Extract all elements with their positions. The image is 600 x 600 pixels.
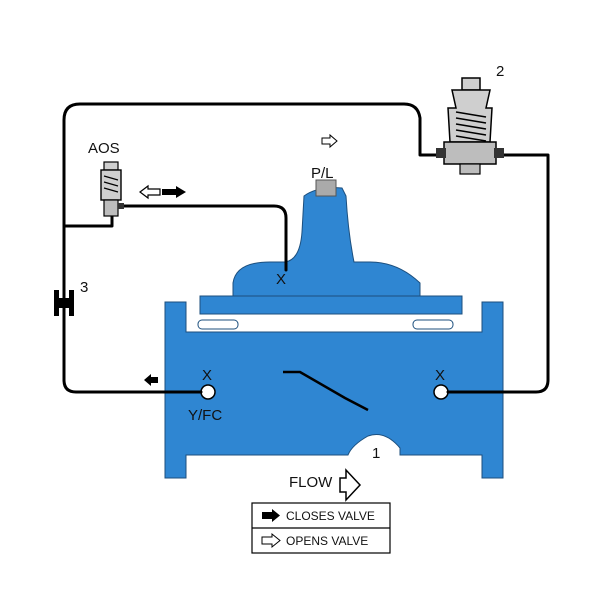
main-valve xyxy=(164,179,504,479)
aos-device xyxy=(100,161,124,217)
pilot-cap xyxy=(461,77,481,91)
flange-slot-right xyxy=(412,319,454,330)
legend: CLOSES VALVE OPENS VALVE xyxy=(251,502,391,554)
aos-spring xyxy=(103,175,119,193)
pipe-pilot-to-outlet xyxy=(446,153,550,394)
aos-body xyxy=(100,169,122,201)
aos-closes-arrow xyxy=(162,186,186,198)
cock-center xyxy=(58,298,70,308)
legend-opens-icon xyxy=(261,532,281,549)
yfc-closes-arrow xyxy=(144,374,158,386)
flange-slot-left xyxy=(197,319,239,330)
port-outlet xyxy=(433,384,449,400)
aos-port xyxy=(118,203,124,209)
label-x-cover: X xyxy=(276,271,286,288)
port-inlet xyxy=(200,384,216,400)
pipe-aos-tee xyxy=(62,214,114,228)
seat-line xyxy=(283,370,369,412)
label-x-inlet: X xyxy=(202,367,212,384)
control-piping xyxy=(62,102,550,394)
aos-cap xyxy=(103,161,119,171)
label-pl: P/L xyxy=(311,165,334,182)
label-x-outlet: X xyxy=(435,367,445,384)
legend-closes-icon xyxy=(262,509,280,522)
pl-opens-arrow xyxy=(321,133,338,149)
label-valve-number: 1 xyxy=(372,445,380,462)
label-pilot-number: 2 xyxy=(496,63,504,80)
cock-right-bar xyxy=(69,290,74,316)
pilot-fitting-right xyxy=(494,148,504,158)
valve-cover xyxy=(232,187,421,297)
legend-opens-text: OPENS VALVE xyxy=(286,534,368,548)
bonnet-flange xyxy=(199,295,463,315)
arrows xyxy=(139,133,362,502)
pilot-base xyxy=(443,141,497,165)
legend-closes-text: CLOSES VALVE xyxy=(286,509,375,523)
label-aos: AOS xyxy=(88,140,120,157)
pipe-loop xyxy=(62,102,447,394)
flow-arrow xyxy=(339,468,362,502)
pilot-valve xyxy=(436,77,504,175)
cock-left-bar xyxy=(54,290,59,316)
label-flow: FLOW xyxy=(289,474,333,491)
pilot-fitting-left xyxy=(436,148,446,158)
isolation-cock xyxy=(54,290,74,316)
stem-cap xyxy=(315,179,337,197)
valve-body xyxy=(164,301,504,479)
label-cock-number: 3 xyxy=(80,279,88,296)
labels: AOS 2 P/L 3 X X X Y/FC 1 FLOW xyxy=(80,63,504,491)
aos-opens-arrow xyxy=(139,184,161,200)
aos-base xyxy=(103,199,119,217)
pilot-spring xyxy=(455,111,487,142)
pilot-stem-bottom xyxy=(459,163,481,175)
pipe-aos-to-cover xyxy=(116,204,288,272)
label-yfc: Y/FC xyxy=(188,407,222,424)
